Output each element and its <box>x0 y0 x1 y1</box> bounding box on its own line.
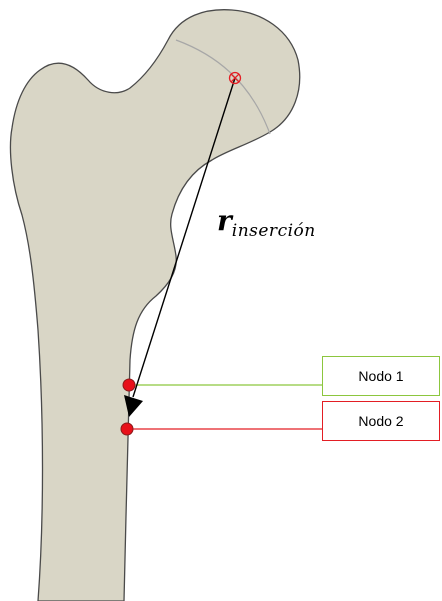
node2-label: Nodo 2 <box>358 413 403 429</box>
node2-marker <box>121 423 133 435</box>
vector-symbol: r <box>217 204 232 237</box>
insertion-vector-label: rinserción <box>217 204 316 237</box>
node1-marker <box>123 379 135 391</box>
node2-label-box: Nodo 2 <box>322 401 440 441</box>
femur-bone <box>10 10 299 601</box>
vector-subscript: inserción <box>232 221 316 241</box>
node1-label: Nodo 1 <box>358 368 403 384</box>
node1-label-box: Nodo 1 <box>322 356 440 396</box>
